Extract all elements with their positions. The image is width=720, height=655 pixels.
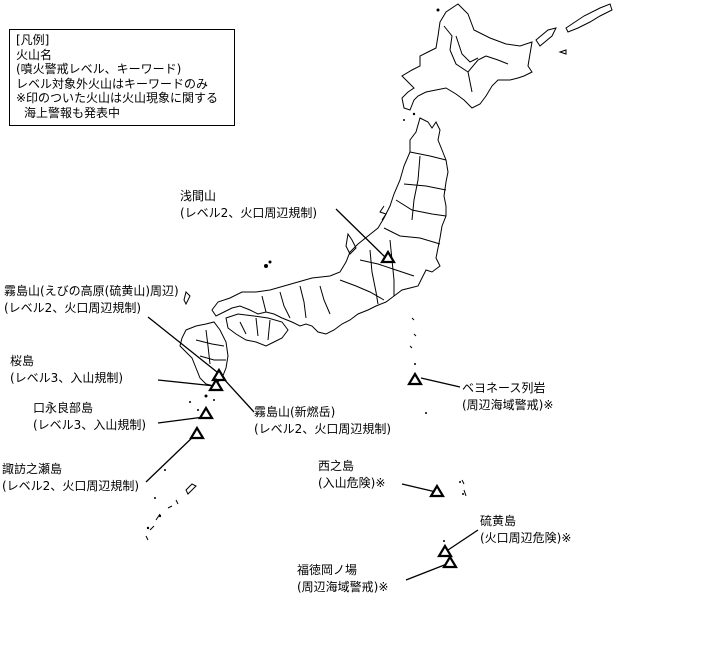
volcano-icon-kuchinoerabu [198, 405, 214, 420]
legend-marine-warning-note-cont: 海上警報も発表中 [24, 105, 121, 120]
volcano-status: (レベル2、火口周辺規制) [254, 422, 391, 436]
volcano-name: 諏訪之瀬島 [2, 462, 63, 476]
tsushima [183, 291, 191, 306]
leader-lines [145, 208, 479, 581]
bonin-chain [461, 479, 467, 497]
sado-island [379, 205, 387, 221]
volcano-status: (火口周辺危険)※ [480, 531, 572, 545]
volcano-status: (レベル2、火口周辺規制) [180, 206, 317, 220]
volcano-markers [189, 249, 458, 569]
label-kirishima-shinmoedake: 霧島山(新燃岳) (レベル2、火口周辺規制) [254, 404, 391, 438]
volcano-icon-nishinoshima [429, 483, 445, 498]
noto-peninsula [345, 232, 357, 255]
legend-title: [凡例] [16, 33, 50, 47]
label-kuchinoerabu: 口永良部島 (レベル3、入山規制) [33, 400, 146, 434]
volcano-name: 桜島 [10, 354, 35, 368]
volcano-name: 口永良部島 [33, 401, 94, 415]
legend-volcano-name: 火山名 [16, 47, 53, 62]
volcano-icon-iwoto [437, 543, 453, 558]
volcano-status: (周辺海域警戒)※ [297, 580, 389, 594]
legend-keyword-only-note: レベル対象外火山はキーワードのみ [16, 76, 209, 91]
volcano-name: 福徳岡ノ場 [297, 563, 358, 577]
kuril-islands [535, 3, 613, 55]
label-beyonesu: ベヨネース列岩 (周辺海域警戒)※ [462, 380, 553, 414]
coastline-outline [145, 3, 613, 541]
volcano-name: 西之島 [318, 459, 355, 473]
volcano-icon-suwanosejima [189, 425, 205, 440]
okinawa-chain [145, 483, 197, 541]
izu-islands [409, 317, 417, 349]
volcano-status: (レベル3、入山規制) [10, 371, 123, 385]
label-suwanosejima: 諏訪之瀬島 (レベル2、火口周辺規制) [2, 461, 139, 495]
volcano-name: 浅間山 [180, 189, 217, 203]
honshu-outline [211, 117, 449, 335]
shikoku-outline [225, 313, 289, 347]
volcano-status: (周辺海域警戒)※ [462, 398, 554, 412]
label-fukutoku-okanoba: 福徳岡ノ場 (周辺海域警戒)※ [297, 562, 388, 596]
volcano-icon-kirishima-ebino [211, 367, 227, 382]
volcano-icon-asama [380, 249, 396, 264]
legend-box: [凡例] 火山名 (噴火警戒レベル、キーワード) レベル対象外火山はキーワードの… [9, 29, 235, 126]
volcano-name: 霧島山(えびの高原(硫黄山)周辺) [4, 284, 179, 298]
volcano-icon-fukutoku-okanoba [442, 554, 458, 569]
volcano-status: (レベル2、火口周辺規制) [4, 301, 141, 315]
legend-level-keyword: (噴火警戒レベル、キーワード) [16, 62, 182, 76]
label-kirishima-ebino: 霧島山(えびの高原(硫黄山)周辺) (レベル2、火口周辺規制) [4, 283, 179, 317]
volcano-status: (レベル3、入山規制) [33, 418, 146, 432]
legend-marine-warning-note: ※印のついた火山は火山現象に関する [16, 91, 219, 105]
volcano-status: (レベル2、火口周辺規制) [2, 479, 139, 493]
volcano-status: (入山危険)※ [318, 476, 386, 490]
label-iwoto: 硫黄島 (火口周辺危険)※ [480, 513, 571, 547]
hokkaido-outline [401, 3, 533, 111]
label-sakurajima: 桜島 (レベル3、入山規制) [10, 353, 123, 387]
volcano-icon-sakurajima [208, 377, 224, 392]
volcano-name: 霧島山(新燃岳) [254, 405, 336, 419]
volcano-icon-beyonesu [407, 371, 423, 386]
label-nishinoshima: 西之島 (入山危険)※ [318, 458, 385, 492]
small-islands [146, 8, 464, 542]
label-asama: 浅間山 (レベル2、火口周辺規制) [180, 188, 317, 222]
volcano-name: 硫黄島 [480, 514, 517, 528]
volcano-name: ベヨネース列岩 [462, 381, 546, 395]
